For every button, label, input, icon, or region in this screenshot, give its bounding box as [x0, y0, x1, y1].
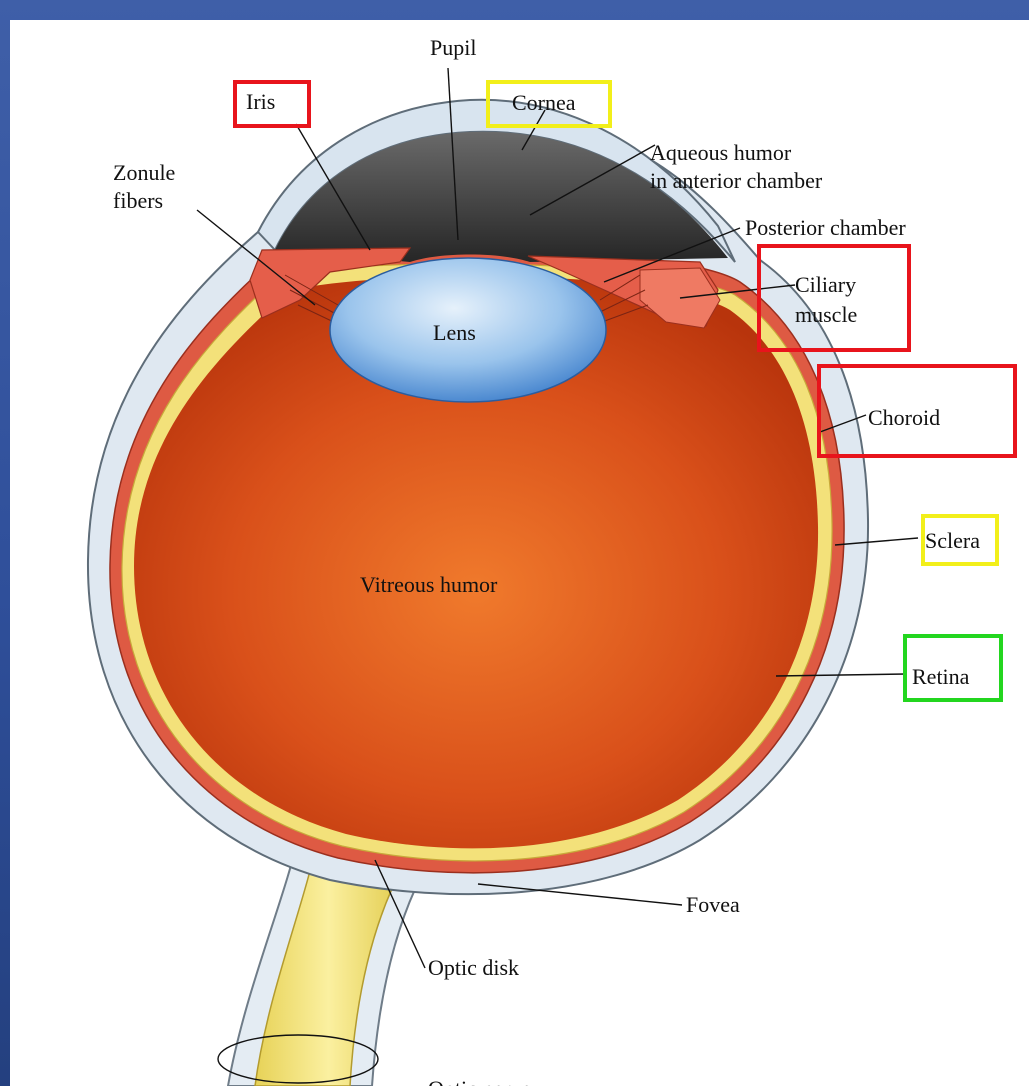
label-choroid: Choroid	[868, 405, 940, 430]
label-ciliary-1: Ciliary	[795, 272, 856, 297]
label-zonule-2: fibers	[113, 188, 163, 213]
label-retina: Retina	[912, 664, 970, 689]
label-lens: Lens	[433, 320, 476, 345]
label-iris: Iris	[246, 89, 275, 114]
label-cornea: Cornea	[512, 90, 576, 115]
label-ciliary-2: muscle	[795, 302, 857, 327]
label-sclera: Sclera	[925, 528, 980, 553]
label-optic-disk: Optic disk	[428, 955, 519, 980]
label-aqueous-humor-1: Aqueous humor	[650, 140, 792, 165]
label-fovea: Fovea	[686, 892, 740, 917]
label-aqueous-humor-2: in anterior chamber	[650, 168, 823, 193]
label-posterior-chamber: Posterior chamber	[745, 215, 906, 240]
label-zonule-1: Zonule	[113, 160, 175, 185]
label-pupil: Pupil	[430, 35, 476, 60]
label-optic-nerve: Optic nerve	[428, 1076, 531, 1086]
label-vitreous-humor: Vitreous humor	[360, 572, 498, 597]
